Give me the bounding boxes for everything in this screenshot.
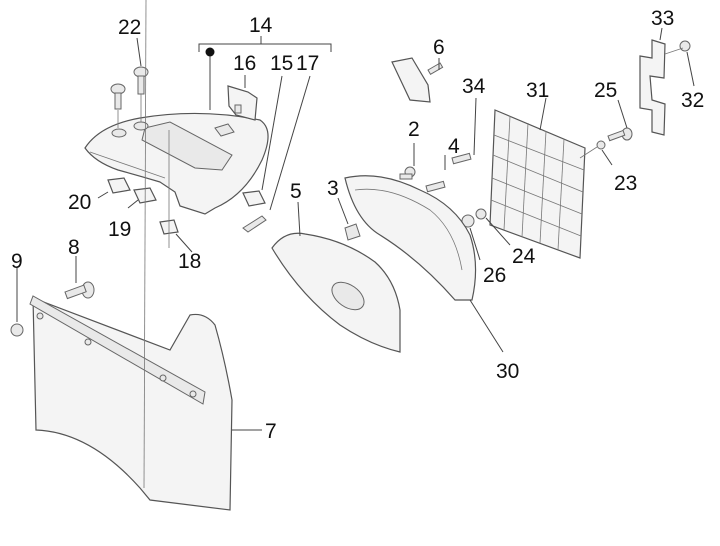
part-14-tray xyxy=(84,47,269,215)
callout-19: 19 xyxy=(108,218,131,241)
callout-31: 31 xyxy=(526,79,549,102)
callout-labels: 22 14 16 15 17 6 33 32 34 31 25 2 4 23 3… xyxy=(11,7,704,443)
callout-17: 17 xyxy=(296,52,319,75)
callout-5: 5 xyxy=(290,180,302,203)
callout-7: 7 xyxy=(265,420,277,443)
part-31-grid-panel xyxy=(489,97,586,259)
part-8-9-fasteners xyxy=(10,256,95,337)
callout-4: 4 xyxy=(448,135,460,158)
callout-33: 33 xyxy=(651,7,674,30)
callout-32: 32 xyxy=(681,89,704,112)
callout-26: 26 xyxy=(483,264,506,287)
part-33-plate xyxy=(639,27,695,136)
part-screws-2-4-34 xyxy=(399,97,477,193)
part-16-clip xyxy=(227,75,258,121)
callout-25: 25 xyxy=(594,79,617,102)
callout-15: 15 xyxy=(270,52,293,75)
callout-8: 8 xyxy=(68,236,80,259)
callout-3: 3 xyxy=(327,177,339,200)
callout-20: 20 xyxy=(68,191,91,214)
callout-34: 34 xyxy=(462,75,486,98)
callout-22: 22 xyxy=(118,16,141,39)
part-7-mudflap xyxy=(29,0,262,511)
callout-9: 9 xyxy=(11,250,23,273)
callout-18: 18 xyxy=(178,250,201,273)
callout-14: 14 xyxy=(249,14,273,37)
callout-14-bracket xyxy=(198,36,332,52)
part-washers-24-26 xyxy=(461,208,511,261)
part-5-cover xyxy=(271,201,401,353)
callout-16: 16 xyxy=(233,52,256,75)
callout-6: 6 xyxy=(433,36,445,59)
callout-23: 23 xyxy=(614,172,637,195)
part-25-23-fasteners xyxy=(579,99,633,166)
callout-24: 24 xyxy=(512,245,536,268)
callout-30: 30 xyxy=(496,360,519,383)
part-30-shield xyxy=(337,175,504,353)
part-6-bracket xyxy=(391,57,444,103)
part-22-screws xyxy=(110,37,149,128)
callout-2: 2 xyxy=(408,118,420,141)
